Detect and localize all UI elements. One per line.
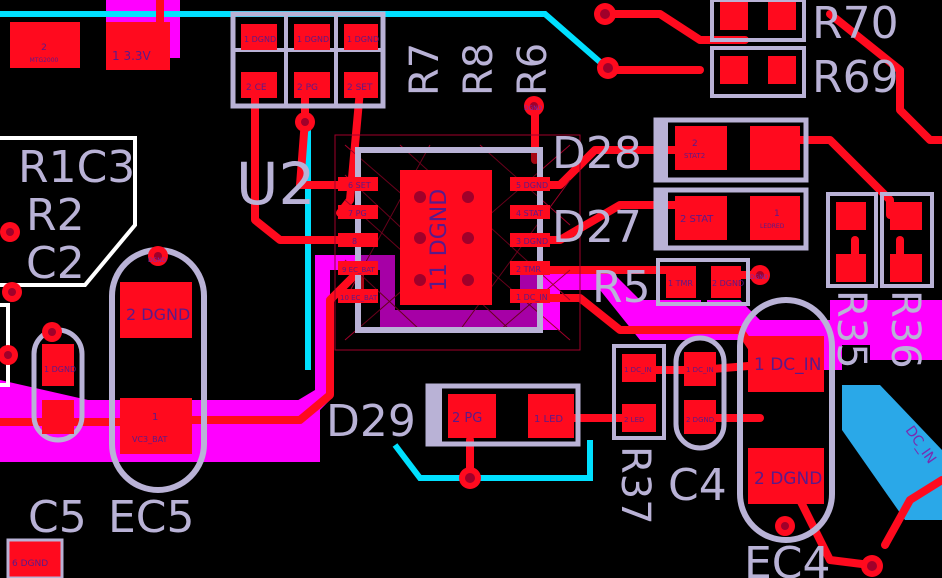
c5-capacitor[interactable]: 1 DGND 6 DGND xyxy=(6,327,85,578)
d29-pad-2-label: 2 PG xyxy=(452,411,482,426)
designator-d28: D28 xyxy=(552,128,642,179)
u2-pin-1-label: 1 DC_IN xyxy=(516,293,548,302)
u2-pin-10-label: 10 EC_BAT xyxy=(340,294,378,302)
r7-pad-2-label: 2 CE xyxy=(246,83,267,93)
inner-pour-right xyxy=(842,385,942,520)
ec5-pad-2-label: 2 DGND xyxy=(126,305,190,324)
u2-pin-3-label: 3 DGND xyxy=(516,237,548,246)
ec5-capacitor[interactable]: 2 DGND 1 VC3_BAT xyxy=(109,247,207,493)
ec4-pad-1-label: 1 DC_IN xyxy=(754,355,821,375)
designator-r37: R37 xyxy=(612,446,658,525)
d27-pad-2-label: 2 STAT xyxy=(680,214,714,225)
d28-d27-diodes[interactable]: 2 STAT2 2 STAT 1 LEDRED xyxy=(653,117,809,251)
c4-pad-2-label: 2 DGND xyxy=(686,416,714,424)
designator-d27: D27 xyxy=(552,202,642,253)
designator-r8: R8 xyxy=(456,43,502,96)
r5-resistor[interactable]: 1 TMR 2 DGND xyxy=(656,258,750,306)
inner-traces xyxy=(0,11,942,520)
r7-pad-1-label: 1 DGND xyxy=(244,35,276,44)
c5-pad-1-label: 1 DGND xyxy=(44,365,76,374)
r37-pad-2-label: 2 LED xyxy=(624,416,644,424)
designator-ec5: EC5 xyxy=(108,492,195,543)
u2-pin-8-label: 8 xyxy=(352,237,357,246)
r8-pad-2-label: 2 PG xyxy=(297,83,318,93)
inner-trace-top xyxy=(0,11,602,65)
d27-pad-1-net: LEDRED xyxy=(760,223,785,230)
ec4-capacitor[interactable]: 1 DC_IN 2 DGND xyxy=(737,297,835,543)
u2-pad-11-label: 11 DGND xyxy=(427,189,452,291)
designator-r2: R2 xyxy=(26,190,85,241)
r5-pad-2-label: 2 DGND xyxy=(712,279,744,288)
c4-capacitor[interactable]: 1 DC_IN 2 DGND xyxy=(673,335,727,451)
d28-pad-2-label: 2 xyxy=(692,139,698,149)
ec5-pad-1-net: VC3_BAT xyxy=(132,435,167,444)
top-left-components[interactable]: 2 MTG2000 1 3.3V xyxy=(10,22,170,70)
u2-pin-6-label: 6 SET xyxy=(348,181,371,190)
designator-r69: R69 xyxy=(812,52,899,103)
inner-trace-bottom xyxy=(392,440,593,481)
u2-pin-7-label: 7 PG xyxy=(348,209,367,218)
via-dgnd-label-1: DGND xyxy=(148,257,167,264)
d29-pad-1-label: 1 LED xyxy=(534,414,563,425)
r6-pad-2-label: 2 SET xyxy=(347,83,373,93)
vias xyxy=(0,3,883,577)
designator-u2: U2 xyxy=(236,150,315,218)
r37-pad-1-label: 1 DC_IN xyxy=(624,366,652,374)
designator-r7: R7 xyxy=(402,43,448,96)
top-pad-2-net: MTG2000 xyxy=(30,57,59,64)
r35-r36-resistors[interactable] xyxy=(826,192,934,288)
u2-pin-2-label: 2 TMR xyxy=(516,265,541,274)
r70-r69-resistors[interactable] xyxy=(710,0,806,98)
u2-pin-4-label: 4 STAT xyxy=(516,209,543,218)
r6-pad-1-label: 1 DGND xyxy=(347,35,379,44)
silkscreen-designators: R70 R69 R7 R8 R6 U2 D28 D27 R1C3 R2 C2 R… xyxy=(18,0,928,578)
d28-pad-2-net: STAT2 xyxy=(684,152,705,160)
designator-r5: R5 xyxy=(592,262,651,313)
d29-diode[interactable]: 2 PG 1 LED xyxy=(425,383,581,447)
ec4-pad-2-label: 2 DGND xyxy=(754,469,822,489)
designator-r36: R36 xyxy=(882,290,928,369)
designator-r35: R35 xyxy=(828,290,874,369)
u2-ic[interactable]: 11 DGND 6 SET 7 PG 8 9 EC_BAT 10 EC_BAT … xyxy=(334,134,581,351)
c4-pad-1-label: 1 DC_IN xyxy=(686,366,714,374)
r5-pad-1-label: 1 TMR xyxy=(668,279,693,288)
designator-r6: R6 xyxy=(510,43,556,96)
r8-pad-1-label: 1 DGND xyxy=(297,35,329,44)
ec5-pad-1-label: 1 xyxy=(152,412,158,423)
designator-c5: C5 xyxy=(28,492,87,543)
c5-bottom-pad-label: 6 DGND xyxy=(12,559,48,569)
d27-pad-1-label: 1 xyxy=(774,209,780,219)
u2-pin-5-label: 5 DGND xyxy=(516,181,548,190)
u2-pin-9-label: 9 EC_BAT xyxy=(342,266,376,274)
r37-resistor[interactable]: 1 DC_IN 2 LED xyxy=(612,344,666,440)
designator-ec4: EC4 xyxy=(744,538,831,578)
via-dgnd-label-2: DGND xyxy=(524,105,543,112)
designator-d29: D29 xyxy=(326,396,416,447)
designator-r70: R70 xyxy=(812,0,899,49)
designator-r1c3: R1C3 xyxy=(18,142,135,193)
designator-c4: C4 xyxy=(668,460,727,511)
via-dgnd-label-3: DGND xyxy=(750,274,769,281)
top-pad-2-label: 2 xyxy=(41,43,47,53)
top-pad-1-label: 1 3.3V xyxy=(112,49,152,63)
r7-r8-r6-resistors[interactable]: 1 DGND 1 DGND 1 DGND 2 CE 2 PG 2 SET xyxy=(230,11,386,109)
designator-c2: C2 xyxy=(26,238,85,289)
